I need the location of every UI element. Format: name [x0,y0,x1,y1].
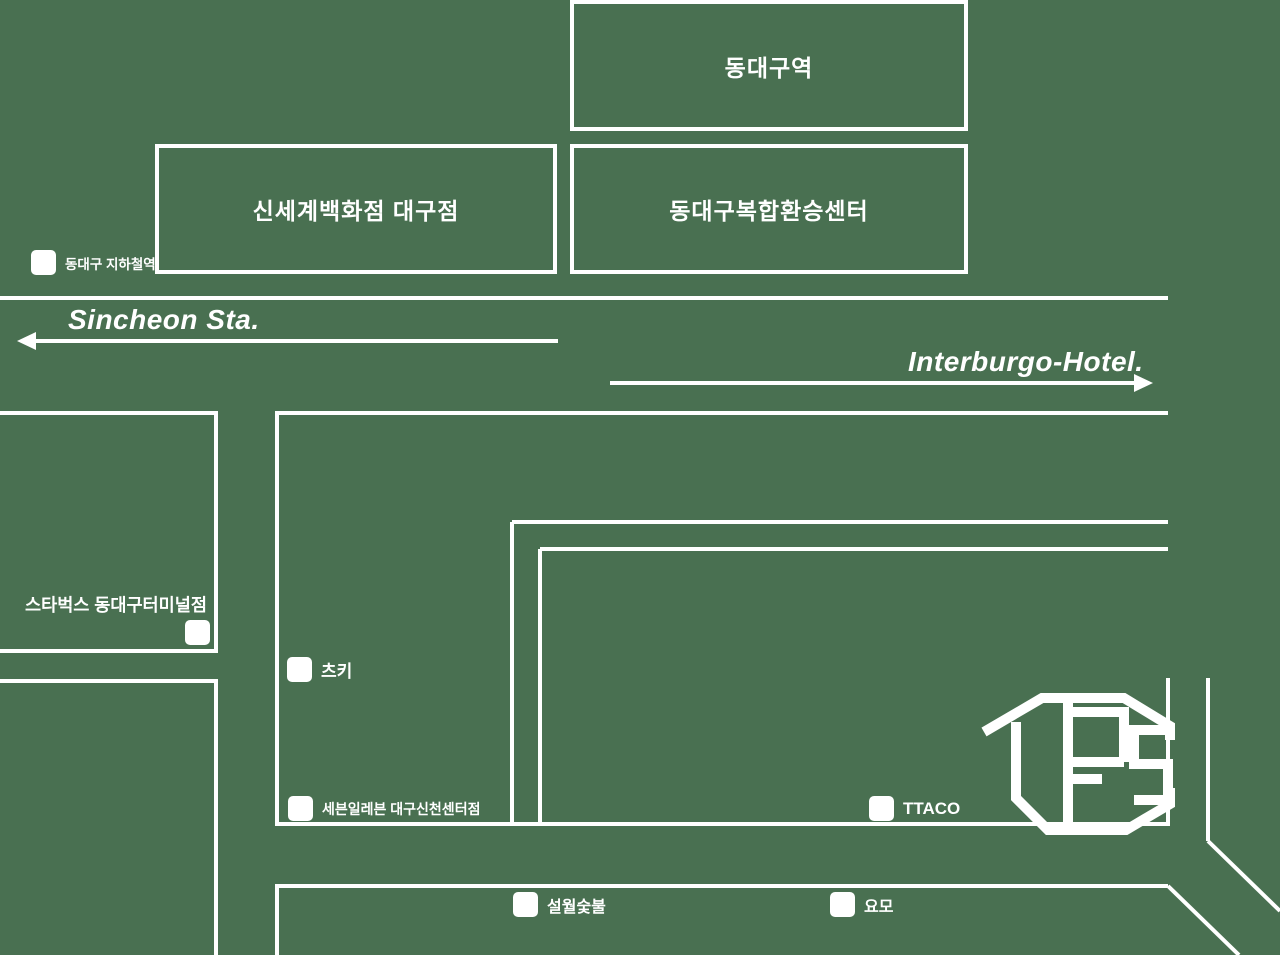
poi-label: 세븐일레븐 대구신천센터점 [322,800,481,817]
poi-label: 요모 [864,898,894,916]
building-transfer-center: 동대구복합환승센터 [570,144,968,274]
poi-seven-eleven: 세븐일레븐 대구신천센터점 [288,796,480,821]
poi-marker-icon [513,892,538,917]
poi-marker-icon [869,796,894,821]
arrow-left-icon [17,332,36,350]
road-label-interburgo-hotel: Interburgo-Hotel. [908,346,1144,377]
poi-marker-icon [287,657,312,682]
poi-marker-icon [830,892,855,917]
building-dongdaegu-station: 동대구역 [570,0,968,131]
building-shinsegae-department-store: 신세계백화점 대구점 [155,144,557,274]
building-label: 동대구복합환승센터 [669,198,869,224]
poi-starbucks-label: 스타벅스 동대구터미널점 [25,595,207,615]
poi-label: TTACO [903,798,961,818]
building-label: 신세계백화점 대구점 [252,198,460,224]
poi-label: 설월숯불 [547,898,606,916]
poi-marker-icon [185,620,210,645]
poi-label: 동대구 지하철역 [65,256,156,272]
poi-ttaco: TTACO [869,796,960,821]
arrow-right-icon [1134,374,1153,392]
poi-marker-icon [288,796,313,821]
poi-label: 츠키 [321,662,353,681]
poi-subway-station: 동대구 지하철역 [31,250,156,275]
poi-yomo: 요모 [830,892,893,917]
brand-emblem-icon [981,693,1175,835]
poi-marker-icon [31,250,56,275]
building-label: 동대구역 [724,54,814,81]
poi-tsuki: 츠키 [287,657,352,682]
poi-seolwol-charcoal: 설월숯불 [513,892,606,917]
road-label-sincheon-station: Sincheon Sta. [68,304,260,335]
